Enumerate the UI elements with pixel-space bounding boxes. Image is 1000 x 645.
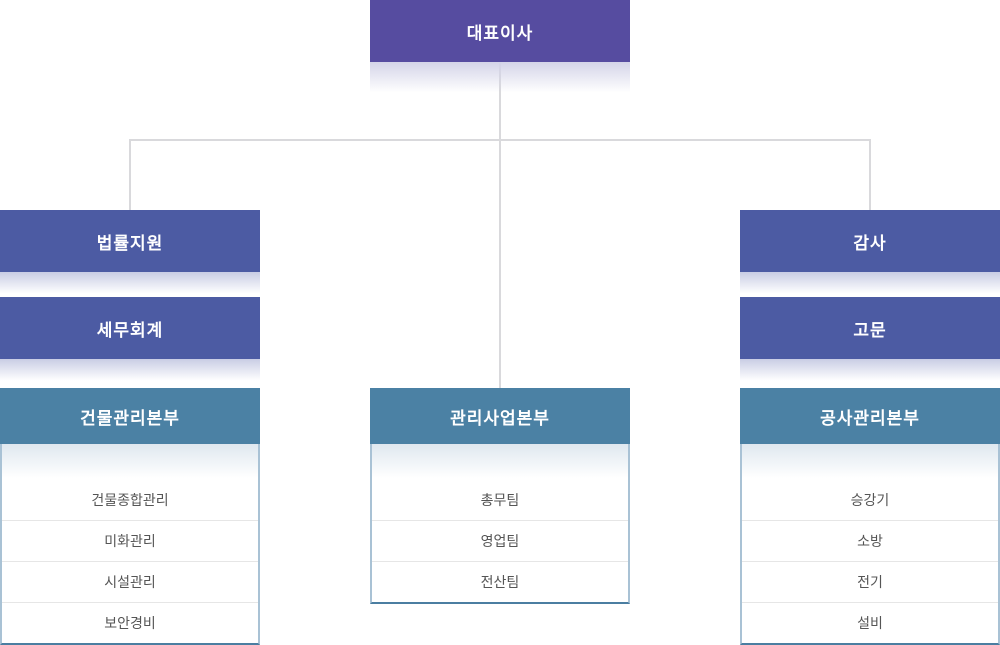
team-item: 영업팀 <box>372 521 628 562</box>
dept-management-business-title: 관리사업본부 <box>450 408 550 428</box>
team-item: 설비 <box>857 615 883 631</box>
dept-management-business-body: 총무팀 영업팀 전산팀 <box>370 444 630 604</box>
panel-fade <box>372 444 628 480</box>
node-audit: 감사 <box>740 210 1000 272</box>
dept-building-management-body: 건물종합관리 미화관리 시설관리 보안경비 <box>0 444 260 645</box>
team-item: 전기 <box>742 562 998 603</box>
dept-construction-management: 공사관리본부 승강기 소방 전기 설비 <box>740 388 1000 645</box>
node-advisor-label: 고문 <box>853 320 887 340</box>
team-item: 시설관리 <box>2 562 258 603</box>
connector-vertical-left <box>129 139 131 210</box>
panel-fade <box>2 444 258 480</box>
panel-fade <box>742 444 998 480</box>
team-item: 전산팀 <box>480 574 520 590</box>
node-legal-support-label: 법률지원 <box>96 233 164 253</box>
dept-building-management-header: 건물관리본부 <box>0 388 260 444</box>
team-item: 미화관리 <box>2 521 258 562</box>
dept-construction-management-title: 공사관리본부 <box>820 408 920 428</box>
dept-construction-management-header: 공사관리본부 <box>740 388 1000 444</box>
node-ceo-label: 대표이사 <box>466 23 534 43</box>
team-item: 소방 <box>742 521 998 562</box>
node-advisor: 고문 <box>740 297 1000 359</box>
node-legal-support: 법률지원 <box>0 210 260 272</box>
node-ceo: 대표이사 <box>370 0 630 62</box>
node-audit-label: 감사 <box>853 233 887 253</box>
connector-vertical-right <box>869 139 871 210</box>
team-item: 건물종합관리 <box>2 480 258 521</box>
team-item: 승강기 <box>742 480 998 521</box>
dept-construction-management-body: 승강기 소방 전기 설비 <box>740 444 1000 645</box>
node-tax-accounting-label: 세무회계 <box>96 320 164 340</box>
connector-vertical-center <box>499 62 501 388</box>
connector-horizontal <box>129 139 871 141</box>
node-tax-accounting: 세무회계 <box>0 297 260 359</box>
dept-building-management: 건물관리본부 건물종합관리 미화관리 시설관리 보안경비 <box>0 388 260 645</box>
dept-management-business-header: 관리사업본부 <box>370 388 630 444</box>
node-legal-support-shadow <box>0 272 260 296</box>
dept-building-management-title: 건물관리본부 <box>80 408 180 428</box>
node-ceo-shadow <box>370 62 630 96</box>
node-advisor-shadow <box>740 359 1000 383</box>
team-item: 보안경비 <box>104 615 156 631</box>
node-tax-accounting-shadow <box>0 359 260 383</box>
dept-management-business: 관리사업본부 총무팀 영업팀 전산팀 <box>370 388 630 604</box>
node-audit-shadow <box>740 272 1000 296</box>
team-item: 총무팀 <box>372 480 628 521</box>
